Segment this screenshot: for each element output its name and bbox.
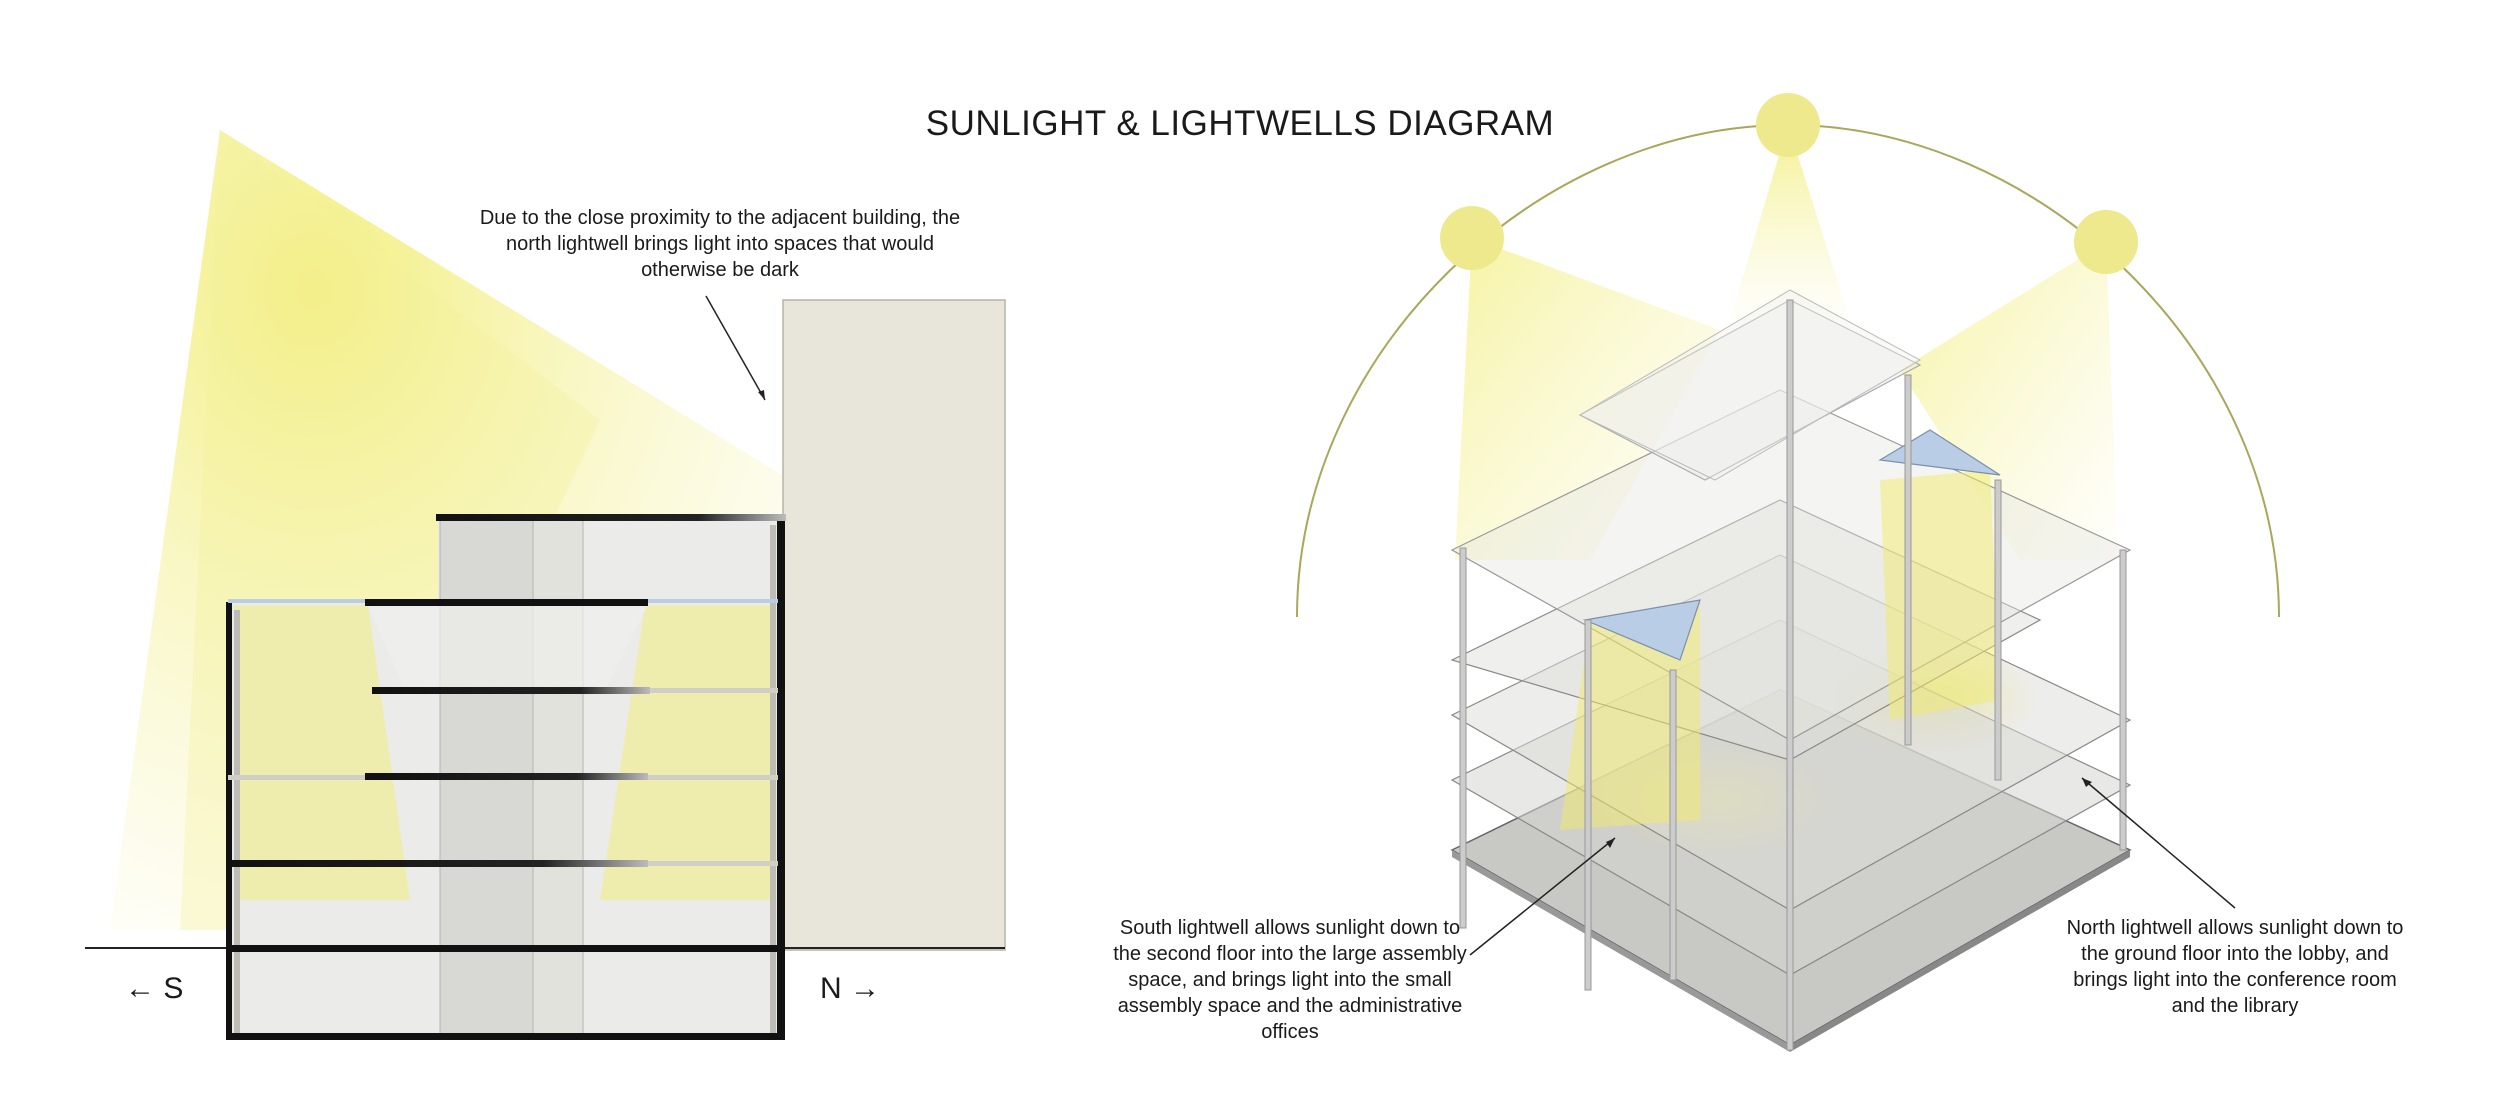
roof-slab bbox=[365, 599, 648, 606]
floor-4-slab-edge bbox=[650, 688, 778, 693]
ground-slab-edge-right bbox=[1790, 850, 2130, 1052]
sun-west bbox=[2074, 210, 2138, 274]
north-lightwell-glow bbox=[1880, 470, 2000, 720]
annotation-leader-top bbox=[705, 295, 766, 401]
floor-3-slab bbox=[365, 773, 648, 780]
annotation-leader-north bbox=[2081, 777, 2236, 909]
sunbeam-east bbox=[1455, 238, 1720, 560]
axonometric-diagram bbox=[1296, 93, 2280, 1052]
section-diagram bbox=[85, 130, 1006, 1040]
north-lightwell-light bbox=[600, 605, 775, 900]
roof-skylight-right bbox=[648, 599, 778, 603]
annotation-leader-north-arrow bbox=[2082, 778, 2092, 787]
column-2 bbox=[1584, 619, 1592, 991]
floor-3-slab-edge-left bbox=[228, 775, 368, 780]
annotation-leader-south-arrow bbox=[1606, 838, 1615, 848]
annotation-north-lightwell: North lightwell allows sunlight down to … bbox=[2066, 917, 2404, 1017]
floor-3-slab-edge-right bbox=[648, 775, 778, 780]
column-4 bbox=[1786, 299, 1794, 1051]
north-wall bbox=[777, 518, 785, 1037]
south-shaft bbox=[368, 605, 648, 690]
diagram-title: SUNLIGHT & LIGHTWELLS DIAGRAM bbox=[925, 104, 1555, 143]
column-6 bbox=[1994, 479, 2002, 781]
foundation-slab bbox=[226, 1033, 785, 1040]
floor-2-slab-edge bbox=[648, 861, 778, 866]
column-7 bbox=[2119, 549, 2127, 851]
sunbeam-west bbox=[1900, 242, 2118, 560]
annotation-leader-south bbox=[1469, 837, 1616, 956]
roof-upper-slab bbox=[436, 514, 786, 521]
column-5 bbox=[1904, 374, 1912, 746]
annotation-south-lightwell: South lightwell allows sunlight down to … bbox=[1113, 917, 1467, 1043]
column-1 bbox=[1459, 547, 1467, 929]
south-wall-glass bbox=[234, 610, 240, 1035]
column-3 bbox=[1669, 669, 1677, 981]
sunbeam-zenith bbox=[1730, 125, 1850, 320]
floor-plate-6 bbox=[1578, 299, 1922, 481]
annotation-north-proximity: Due to the close proximity to the adjace… bbox=[479, 207, 961, 281]
roof-plate bbox=[1578, 289, 1922, 481]
roof-skylight-left bbox=[228, 599, 368, 603]
adjacent-building bbox=[782, 299, 1006, 951]
floor-4-slab bbox=[372, 687, 650, 694]
south-skylight bbox=[1582, 599, 1701, 661]
sun-zenith bbox=[1756, 93, 1820, 157]
direction-south-label: ← S bbox=[125, 972, 184, 1005]
sun-east bbox=[1440, 206, 1504, 270]
floor-2-slab bbox=[228, 860, 648, 867]
floor-1-slab bbox=[226, 945, 785, 952]
annotation-leader-top-arrow bbox=[758, 390, 765, 400]
south-lightwell-light bbox=[234, 605, 410, 900]
direction-north-label: N → bbox=[820, 972, 880, 1005]
south-wall bbox=[226, 602, 232, 1037]
south-lightwell-glow bbox=[1560, 600, 1700, 830]
